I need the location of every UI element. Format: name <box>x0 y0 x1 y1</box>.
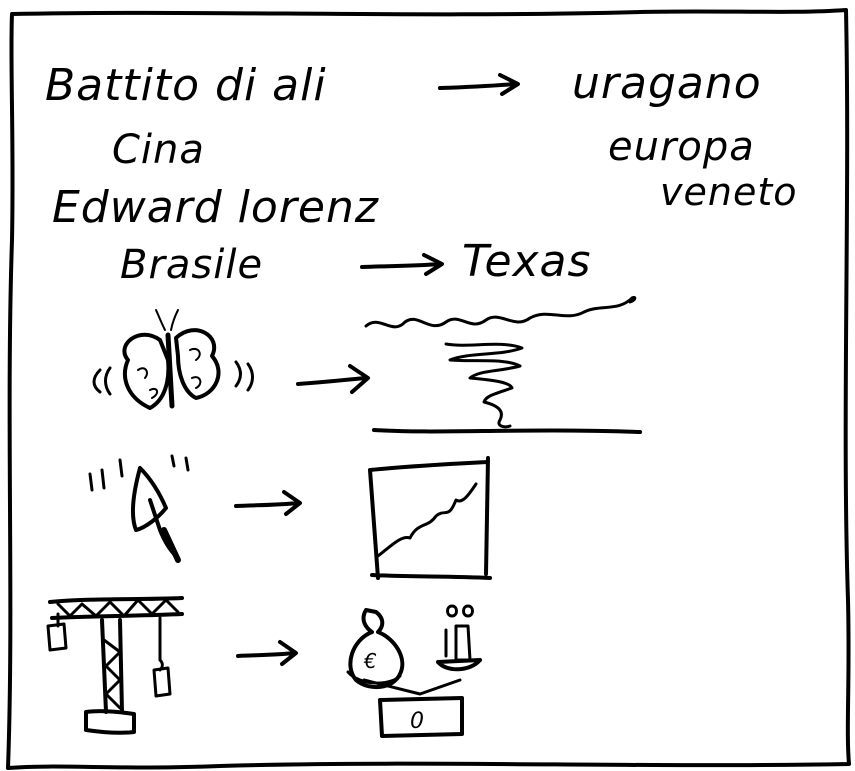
euro-symbol: € <box>363 649 378 673</box>
arrow-right-icon <box>238 642 296 664</box>
note-brasile: Brasile <box>120 242 263 288</box>
note-veneto: veneto <box>660 170 797 214</box>
rising-chart-icon <box>370 458 490 578</box>
trowel-icon <box>90 456 188 560</box>
arrow-right-icon <box>440 75 518 94</box>
butterfly-icon <box>94 310 253 408</box>
note-uragano: uragano <box>572 58 762 109</box>
note-edward-lorenz: Edward lorenz <box>52 182 379 233</box>
scale-plate-label: 0 <box>410 709 425 734</box>
crane-icon <box>48 598 182 733</box>
note-europa: europa <box>608 124 755 170</box>
arrow-right-icon <box>362 255 442 274</box>
arrow-right-icon <box>236 492 300 514</box>
arrow-right-icon <box>298 366 368 392</box>
note-texas: Texas <box>462 236 591 287</box>
note-cina: Cina <box>112 127 205 173</box>
storm-icon <box>366 297 640 432</box>
note-battito-di-ali: Battito di ali <box>45 60 327 111</box>
